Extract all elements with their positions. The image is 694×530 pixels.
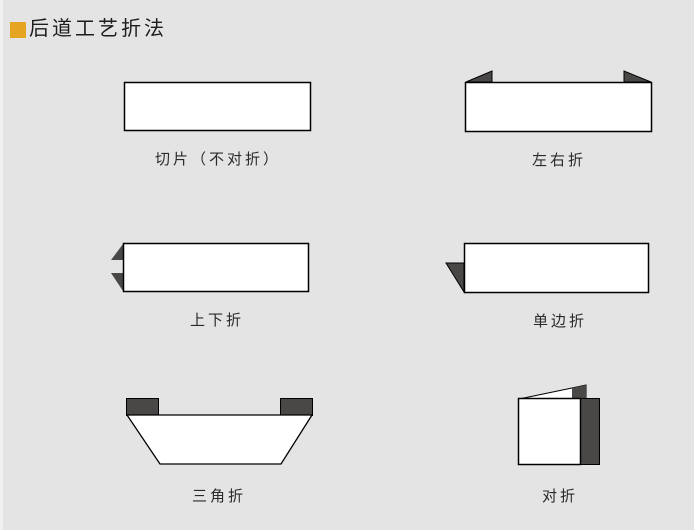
- diagram-single-side-fold: [445, 242, 650, 294]
- label-left-right-fold: 左右折: [531, 151, 587, 169]
- label-single-side-fold: 单边折: [532, 312, 588, 330]
- label-top-bottom-fold: 上下折: [189, 311, 245, 329]
- diagram-half-fold: [517, 384, 600, 466]
- page-title: 后道工艺折法: [29, 16, 167, 40]
- label-cut: 切片（不对折）: [154, 150, 282, 168]
- label-triangle-fold: 三角折: [191, 487, 247, 505]
- section-header: 后道工艺折法: [10, 12, 167, 41]
- diagram-cut: [123, 81, 312, 132]
- diagram-left-right-fold: [464, 70, 653, 133]
- left-edge-strip: [0, 0, 3, 530]
- diagram-triangle-fold: [125, 398, 314, 465]
- title-marker-icon: [10, 21, 26, 38]
- label-half-fold: 对折: [541, 487, 579, 505]
- diagram-top-bottom-fold: [111, 242, 310, 293]
